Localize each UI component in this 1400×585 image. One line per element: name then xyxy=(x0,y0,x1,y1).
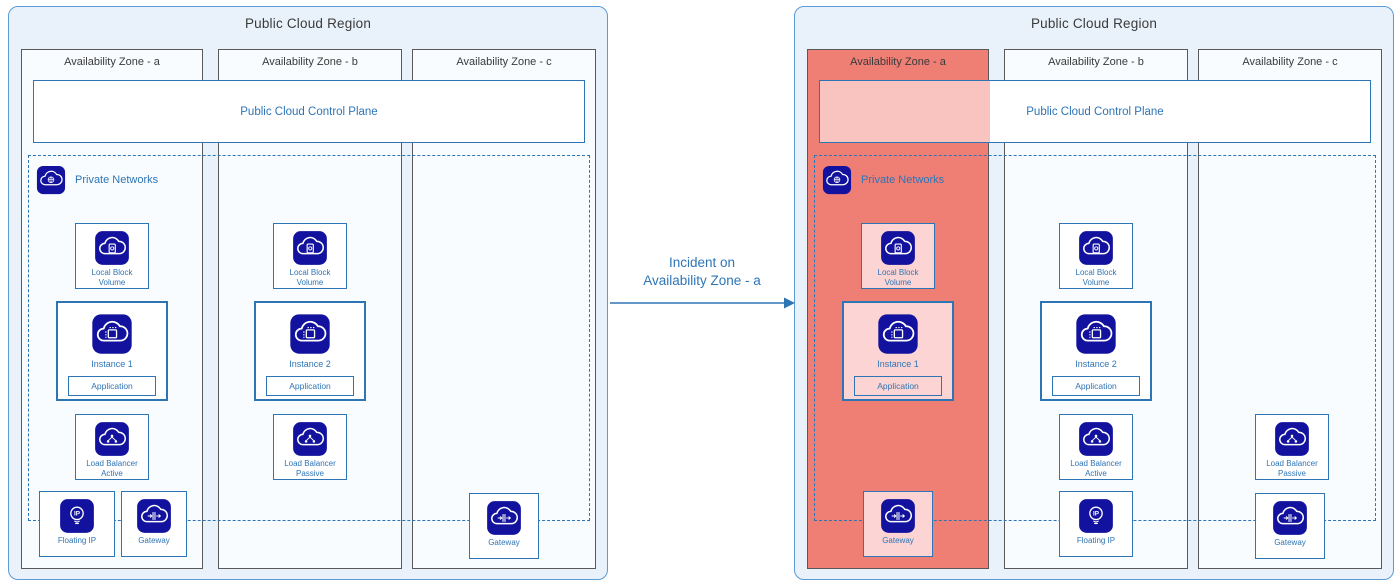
gateway-icon xyxy=(486,500,522,536)
instance-icon xyxy=(1075,313,1117,355)
node-label: Local Block Volume xyxy=(877,268,919,288)
node-local-block-volume: Local Block Volume xyxy=(273,223,347,289)
instance-icon xyxy=(289,313,331,355)
gateway-icon xyxy=(136,498,172,534)
node-label: Local Block Volume xyxy=(91,268,133,288)
node-floating-ip: Floating IP xyxy=(39,491,115,557)
private-networks-label: Private Networks xyxy=(75,174,159,186)
zone-b-label: Availability Zone - b xyxy=(1048,56,1144,68)
node-load-balancer-active: Load Balancer Active xyxy=(75,414,149,480)
zone-a-label: Availability Zone - a xyxy=(64,56,160,68)
node-label: Load Balancer Active xyxy=(86,459,138,479)
node-local-block-volume: Local Block Volume xyxy=(1059,223,1133,289)
node-load-balancer-passive: Load Balancer Passive xyxy=(273,414,347,480)
instance-icon xyxy=(877,313,919,355)
block-volume-icon xyxy=(880,230,916,266)
private-networks-icon xyxy=(36,165,66,195)
incident-connector: Incident on Availability Zone - a xyxy=(608,254,796,310)
public-cloud-region-before: Public Cloud Region Availability Zone - … xyxy=(8,6,608,580)
node-label: Instance 2 xyxy=(289,359,331,369)
node-label: Instance 2 xyxy=(1075,359,1117,369)
incident-label-line1: Incident on xyxy=(668,255,736,270)
zone-b-label: Availability Zone - b xyxy=(262,56,358,68)
zone-c-label: Availability Zone - c xyxy=(456,56,552,68)
node-label: Instance 1 xyxy=(877,359,919,369)
node-label: Gateway xyxy=(1274,538,1306,547)
node-instance-1-affected: Instance 1 Application xyxy=(842,301,954,401)
node-label: Gateway xyxy=(488,538,520,547)
incident-label-line2: Availability Zone - a xyxy=(643,272,761,288)
control-plane-label: Public Cloud Control Plane xyxy=(1026,105,1164,118)
node-label: Load Balancer Active xyxy=(1070,459,1122,479)
block-volume-icon xyxy=(1078,230,1114,266)
node-load-balancer-active: Load Balancer Active xyxy=(1059,414,1133,480)
node-load-balancer-passive: Load Balancer Passive xyxy=(1255,414,1329,480)
private-networks-icon xyxy=(822,165,852,195)
application-box: Application xyxy=(68,375,156,396)
load-balancer-icon xyxy=(1078,421,1114,457)
floating-ip-icon xyxy=(59,498,95,534)
node-label: Instance 1 xyxy=(91,359,133,369)
application-box: Application xyxy=(1052,375,1140,396)
control-plane-incident-overlay xyxy=(820,81,990,142)
private-networks-header: Private Networks xyxy=(36,165,158,195)
gateway-icon xyxy=(880,498,916,534)
region-title: Public Cloud Region xyxy=(244,16,372,31)
node-gateway: Gateway xyxy=(1255,493,1325,559)
load-balancer-icon xyxy=(1274,421,1310,457)
block-volume-icon xyxy=(292,230,328,266)
node-label: Load Balancer Passive xyxy=(1266,459,1318,479)
node-label: Local Block Volume xyxy=(289,268,331,288)
node-label: Floating IP xyxy=(1076,536,1116,545)
node-label: Floating IP xyxy=(57,536,97,545)
gateway-icon xyxy=(1272,500,1308,536)
node-label: Load Balancer Passive xyxy=(284,459,336,479)
floating-ip-icon xyxy=(1078,498,1114,534)
control-plane-label: Public Cloud Control Plane xyxy=(240,105,378,118)
load-balancer-icon xyxy=(94,421,130,457)
public-cloud-region-after: Public Cloud Region Availability Zone - … xyxy=(794,6,1394,580)
node-floating-ip: Floating IP xyxy=(1059,491,1133,557)
node-local-block-volume: Local Block Volume xyxy=(75,223,149,289)
public-cloud-control-plane: Public Cloud Control Plane xyxy=(33,80,585,143)
node-local-block-volume-affected: Local Block Volume xyxy=(861,223,935,289)
block-volume-icon xyxy=(94,230,130,266)
node-instance-1: Instance 1 Application xyxy=(56,301,168,401)
instance-icon xyxy=(91,313,133,355)
application-box: Application xyxy=(854,375,942,396)
zone-a-label: Availability Zone - a xyxy=(850,56,946,68)
load-balancer-icon xyxy=(292,421,328,457)
right-arrow-icon xyxy=(610,297,795,309)
node-instance-2: Instance 2 Application xyxy=(254,301,366,401)
private-networks-label: Private Networks xyxy=(861,174,945,186)
node-gateway: Gateway xyxy=(121,491,187,557)
private-networks-header: Private Networks xyxy=(822,165,944,195)
region-title: Public Cloud Region xyxy=(1030,16,1158,31)
application-box: Application xyxy=(266,375,354,396)
node-label: Local Block Volume xyxy=(1075,268,1117,288)
private-networks-boundary xyxy=(28,155,590,521)
node-gateway: Gateway xyxy=(469,493,539,559)
public-cloud-control-plane: Public Cloud Control Plane xyxy=(819,80,1371,143)
zone-c-label: Availability Zone - c xyxy=(1242,56,1338,68)
node-gateway-affected: Gateway xyxy=(863,491,933,557)
node-label: Gateway xyxy=(882,536,914,545)
node-label: Gateway xyxy=(138,536,170,545)
node-instance-2: Instance 2 Application xyxy=(1040,301,1152,401)
